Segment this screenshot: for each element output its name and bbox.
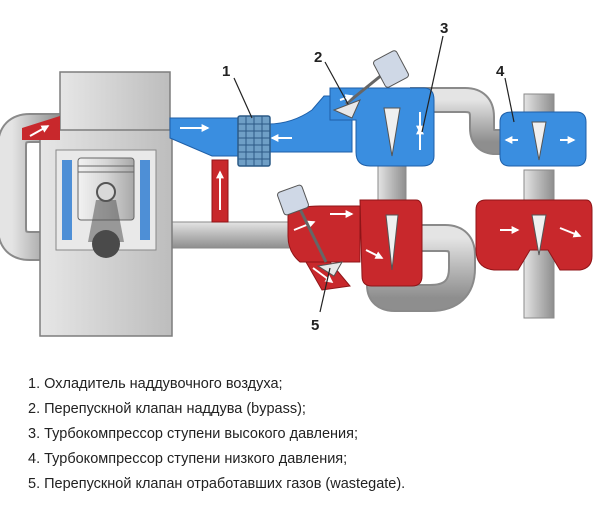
turbo-system-diagram: 1 2 3 4 5 xyxy=(0,20,593,337)
legend-item-3: 3. Турбокомпрессор ступени высокого давл… xyxy=(28,426,359,442)
piston xyxy=(77,157,135,258)
callout-5: 5 xyxy=(311,317,319,334)
legend-item-2: 2. Перепускной клапан наддува (bypass); xyxy=(28,401,306,417)
legend-item-1: 1. Охладитель наддувочного воздуха; xyxy=(28,376,283,392)
callout-2: 2 xyxy=(314,49,322,66)
callout-4: 4 xyxy=(496,63,505,80)
legend: 1. Охладитель наддувочного воздуха; 2. П… xyxy=(28,372,405,497)
legend-item-5: 5. Перепускной клапан отработавших газов… xyxy=(28,476,406,492)
engine-block xyxy=(39,71,173,337)
intercooler xyxy=(237,115,271,167)
callout-leaders xyxy=(233,35,515,313)
exhaust-flow xyxy=(22,116,593,291)
callout-3: 3 xyxy=(440,20,448,37)
intake-flow xyxy=(169,50,587,167)
callout-1: 1 xyxy=(222,63,230,80)
legend-item-4: 4. Турбокомпрессор ступени низкого давле… xyxy=(28,451,348,467)
